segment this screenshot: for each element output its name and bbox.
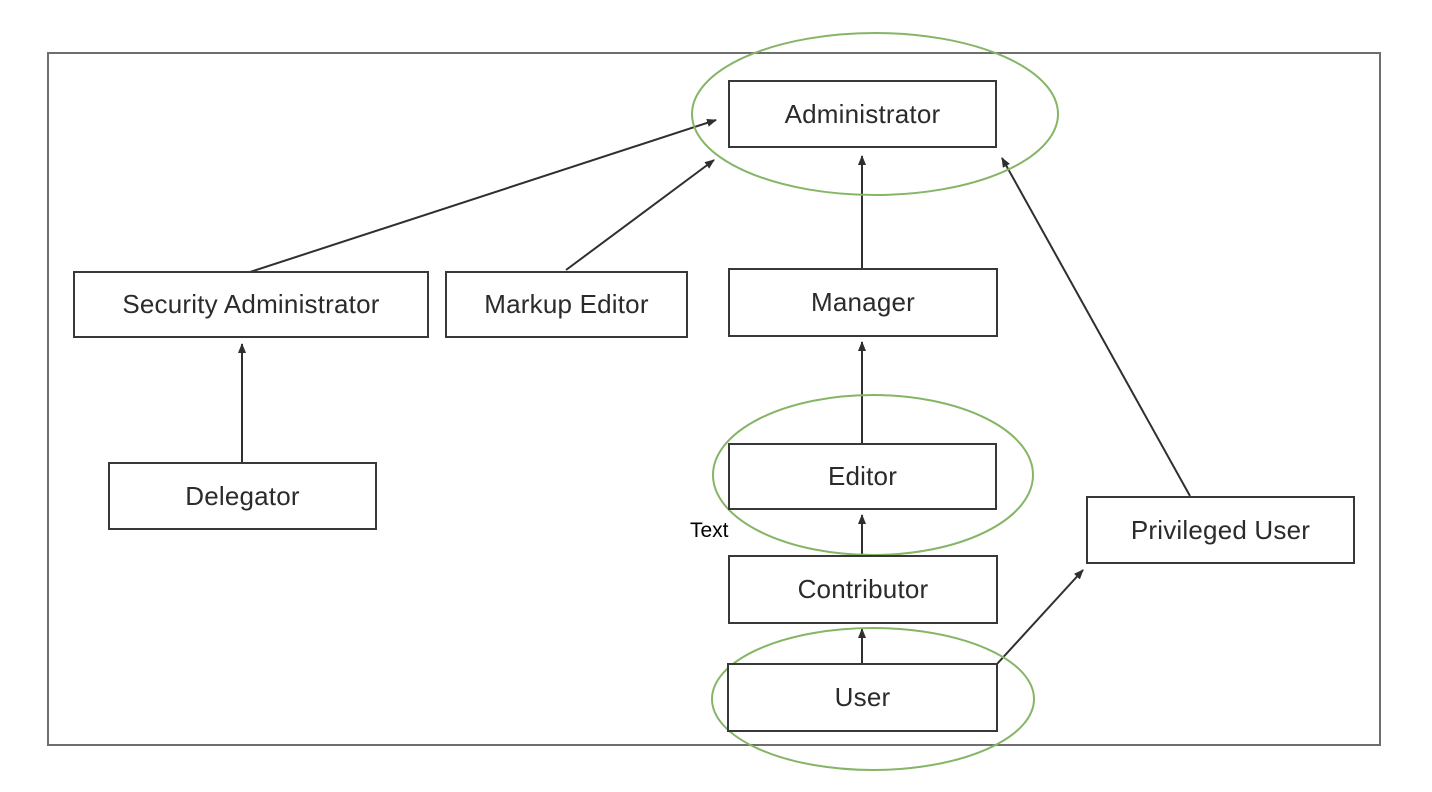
node-administrator: Administrator (728, 80, 997, 148)
node-privileged-user: Privileged User (1086, 496, 1355, 564)
node-editor: Editor (728, 443, 997, 510)
node-user-label: User (834, 682, 891, 712)
node-manager: Manager (728, 268, 998, 337)
node-manager-label: Manager (810, 287, 916, 317)
node-security-administrator-label: Security Administrator (122, 289, 380, 319)
node-editor-label: Editor (827, 461, 898, 491)
node-markup-editor-label: Markup Editor (484, 289, 649, 319)
node-delegator: Delegator (108, 462, 377, 530)
node-contributor-label: Contributor (797, 574, 929, 604)
node-contributor: Contributor (728, 555, 998, 624)
node-security-administrator: Security Administrator (73, 271, 429, 338)
node-delegator-label: Delegator (185, 480, 300, 511)
node-markup-editor: Markup Editor (445, 271, 688, 338)
node-administrator-label: Administrator (784, 98, 941, 129)
diagram-outer-frame (47, 52, 1381, 746)
text-annotation: Text (690, 519, 729, 542)
node-user: User (727, 663, 998, 732)
node-privileged-user-label: Privileged User (1130, 514, 1311, 545)
